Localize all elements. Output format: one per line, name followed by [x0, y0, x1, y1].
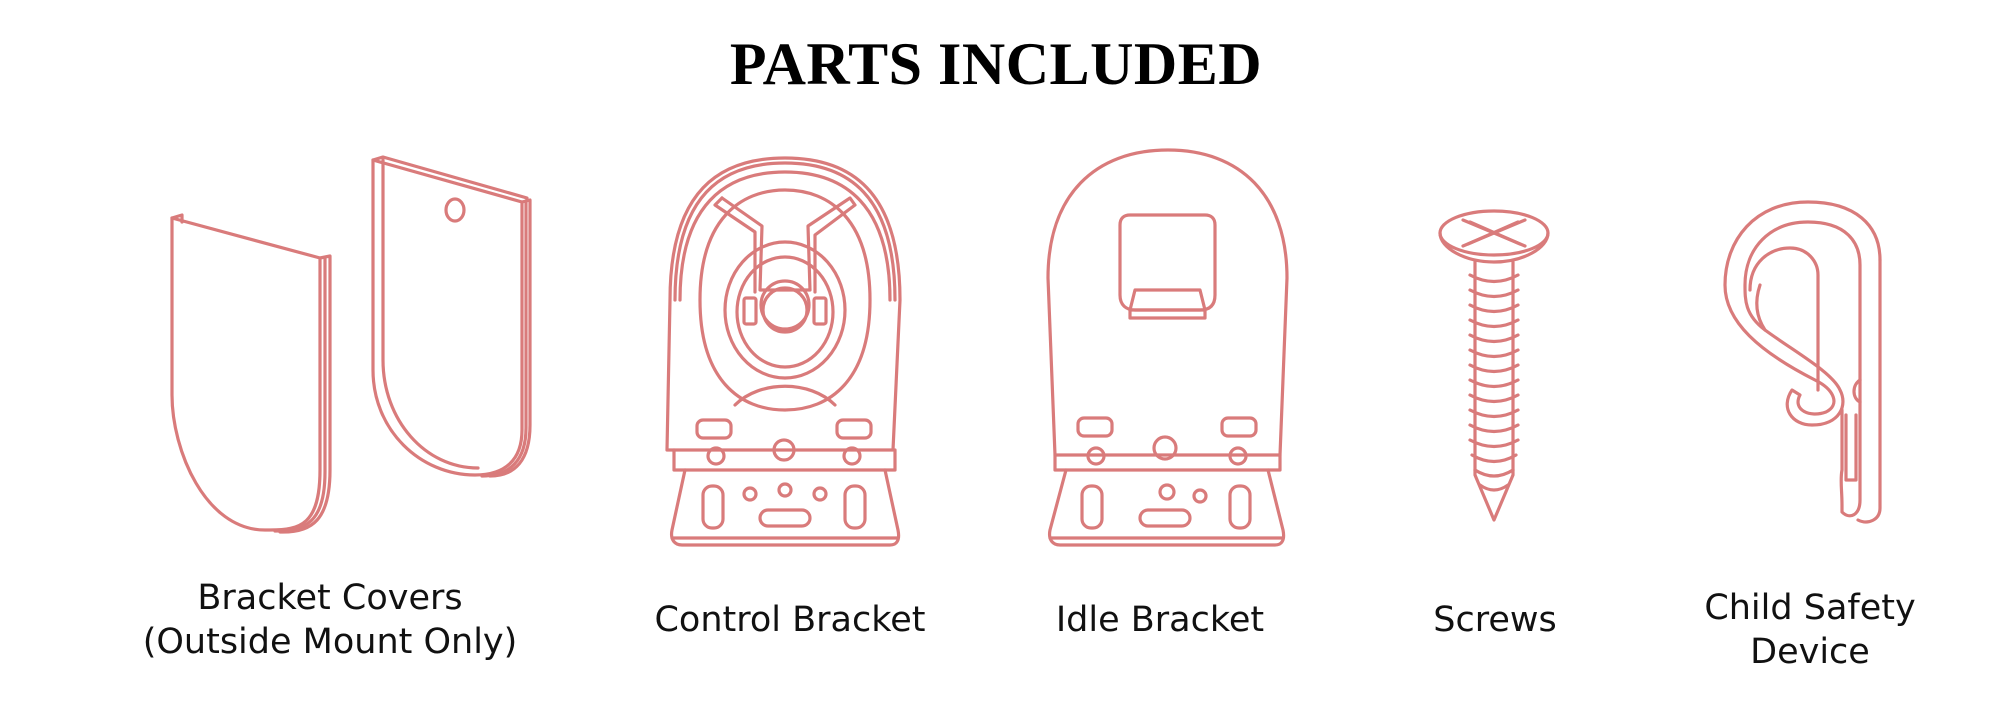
label-bracket-covers: Bracket Covers (Outside Mount Only)	[130, 576, 530, 664]
label-screws: Screws	[1380, 598, 1610, 642]
label-idle-bracket-line1: Idle Bracket	[1055, 600, 1265, 640]
bracket-covers-icon	[170, 155, 532, 534]
label-control-bracket-line1: Control Bracket	[654, 600, 926, 640]
label-screws-line1: Screws	[1433, 600, 1557, 640]
label-control-bracket: Control Bracket	[580, 598, 1000, 642]
label-child-safety-device: Child Safety Device	[1660, 586, 1960, 674]
label-child-safety-device-line2: Device	[1750, 632, 1870, 672]
control-bracket-icon	[665, 156, 902, 547]
label-child-safety-device-line1: Child Safety	[1704, 588, 1916, 628]
page-title: PARTS INCLUDED	[729, 31, 1263, 97]
label-bracket-covers-line1: Bracket Covers	[197, 578, 463, 618]
screw-icon	[1438, 209, 1550, 522]
child-safety-device-icon	[1723, 200, 1882, 524]
label-bracket-covers-line2: (Outside Mount Only)	[142, 622, 518, 662]
idle-bracket-icon	[1046, 148, 1289, 547]
label-idle-bracket: Idle Bracket	[960, 598, 1360, 642]
